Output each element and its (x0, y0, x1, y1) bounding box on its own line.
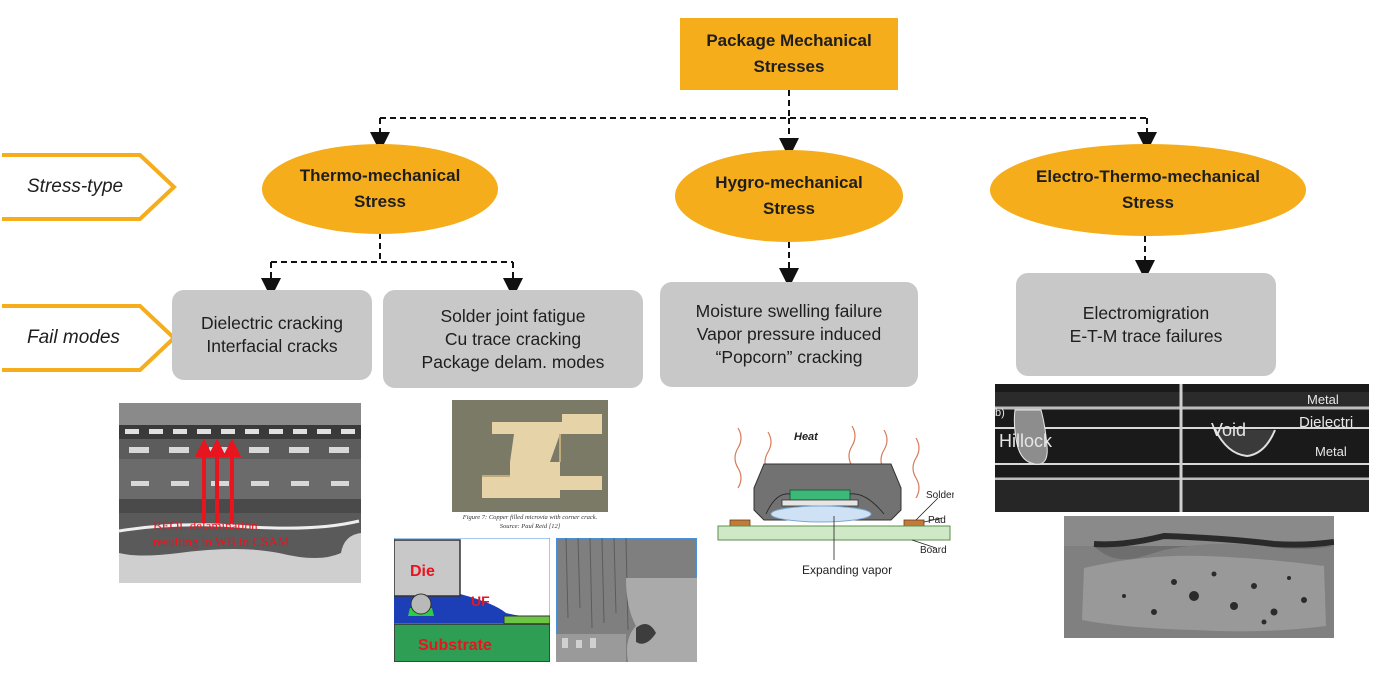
popcorn-cracking-schematic: Heat Solder Pad Board Expanding vapor (716, 422, 954, 587)
trace-failure-sem-image (1064, 516, 1334, 638)
stress-type-label: Stress-type (27, 176, 124, 197)
panel-label: b) (995, 407, 1005, 419)
substrate-label: Substrate (418, 637, 492, 654)
electromigration-sem-image: b) Hillock Void Metal Dielectri Metal (995, 384, 1369, 512)
die-label: Die (410, 563, 435, 580)
heat-label: Heat (794, 431, 819, 443)
solder-joint-fatigue-box: Solder joint fatigue Cu trace cracking P… (383, 290, 643, 388)
hygro-line-2: Stress (763, 199, 815, 218)
dielectric-cracking-box: Dielectric cracking Interfacial cracks (172, 290, 372, 380)
root-line-1: Package Mechanical (706, 31, 872, 50)
beol-annotation-line-2: resulting in WB in CSAM (153, 534, 290, 549)
thermo-line-1: Thermo-mechanical (299, 166, 461, 185)
solder-label: Solder (926, 490, 954, 501)
dielectric-label: Dielectri (1299, 414, 1353, 431)
board-label: Board (920, 545, 947, 556)
underfill-schematic-image: Die UF Substrate (394, 538, 550, 662)
void-label: Void (1211, 420, 1246, 440)
electro-line-2: Stress (1122, 193, 1174, 212)
electro-line-1: Electro-Thermo-mechanical (1036, 167, 1260, 186)
microvia-caption-1: Figure 7: Copper filled microvia with co… (462, 514, 598, 521)
beol-delamination-image: BEOL delamination resulting in WB in CSA… (119, 403, 361, 583)
microvia-caption-2: Source: Paul Reid [12] (499, 523, 561, 530)
metal-bottom-label: Metal (1315, 444, 1347, 459)
metal-top-label: Metal (1307, 392, 1339, 407)
microvia-crack-image (452, 400, 608, 512)
fail-modes-label: Fail modes (27, 327, 120, 348)
moisture-swelling-box: Moisture swelling failure Vapor pressure… (660, 282, 918, 387)
beol-annotation-line-1: BEOL delamination (153, 518, 258, 533)
hygro-line-1: Hygro-mechanical (715, 173, 863, 192)
root-line-2: Stresses (753, 57, 825, 76)
thermo-line-2: Stress (354, 192, 406, 211)
hillock-label: Hillock (999, 431, 1053, 451)
sem-solder-cross-section-image (556, 538, 697, 662)
stress-type-chevron (2, 153, 177, 221)
pad-label: Pad (928, 515, 946, 526)
package-mechanical-stresses-box: Package Mechanical Stresses (680, 18, 898, 90)
electromigration-box: Electromigration E-T-M trace failures (1016, 273, 1276, 376)
uf-label: UF (471, 593, 490, 609)
expanding-vapor-label: Expanding vapor (802, 563, 892, 577)
